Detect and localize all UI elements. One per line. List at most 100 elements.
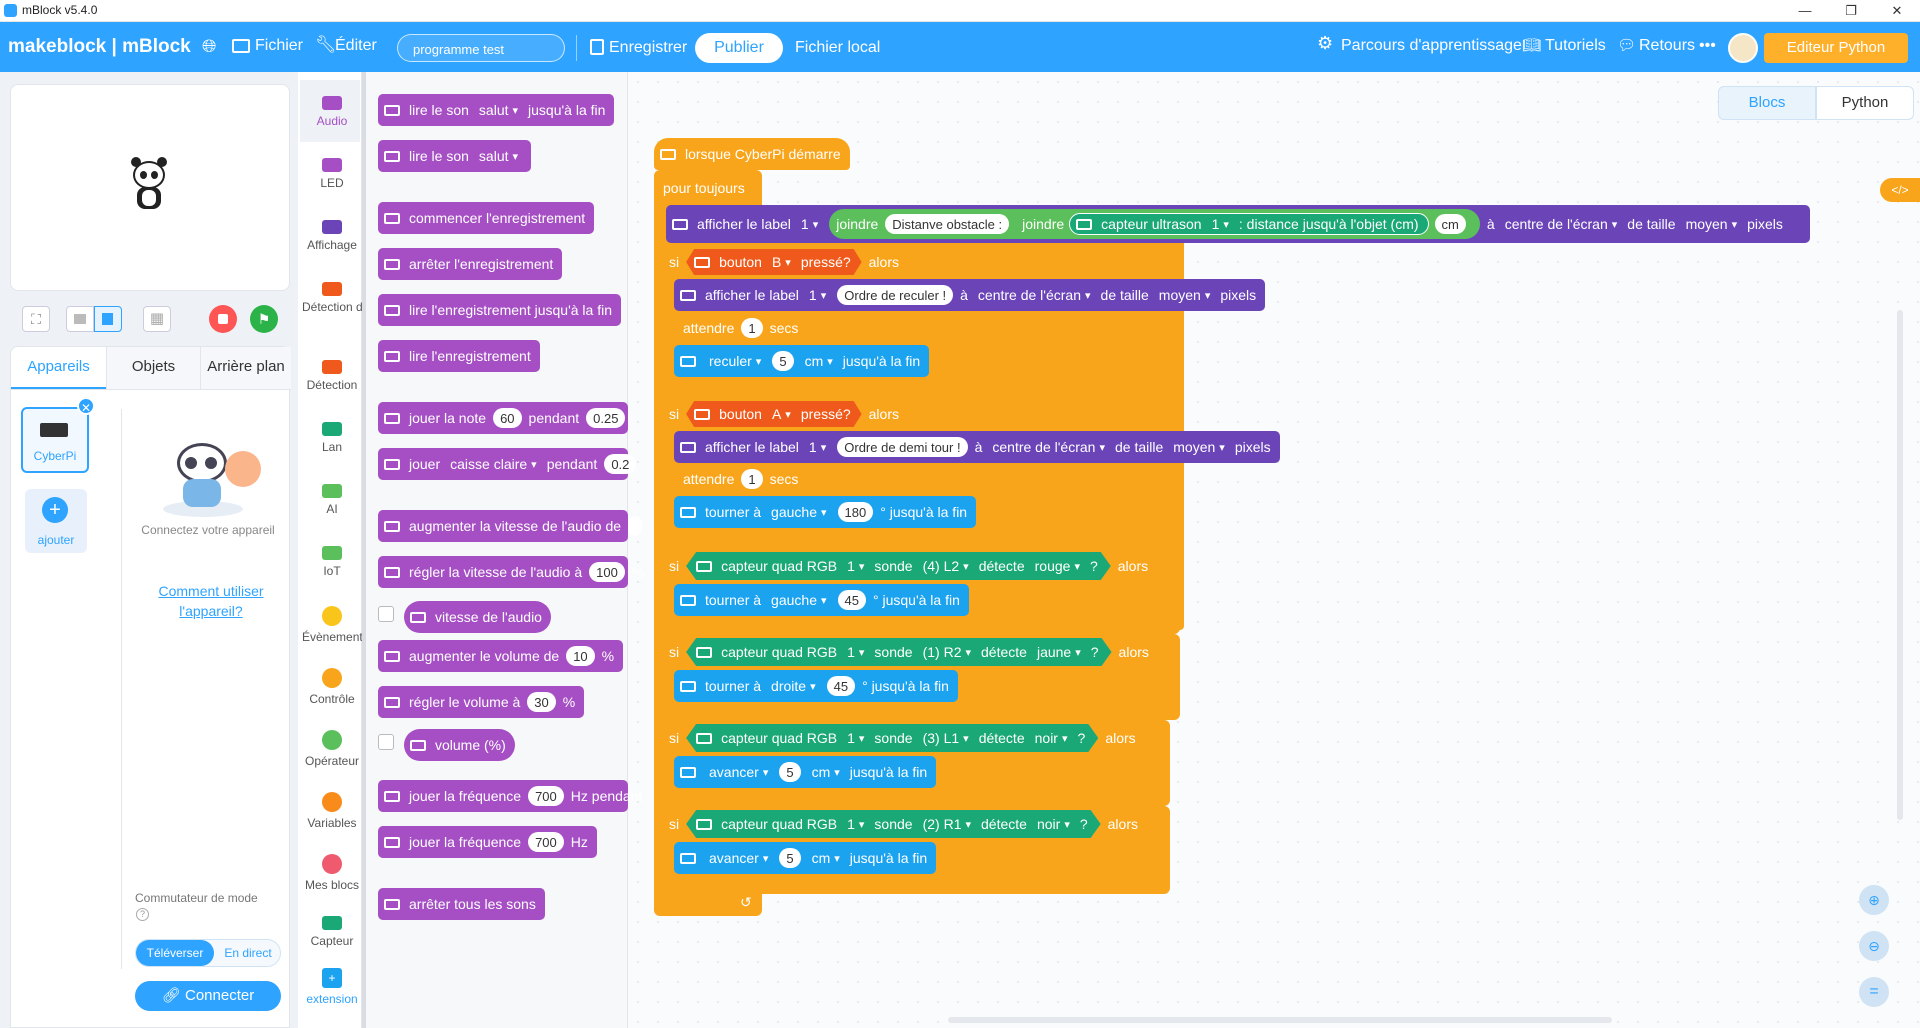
if-block-button-a[interactable]: siboutonApressé?alors <box>660 398 908 430</box>
zoom-reset-icon[interactable]: = <box>1859 977 1889 1007</box>
turn-block[interactable]: tourner àgauche180° jusqu'à la fin <box>674 496 977 528</box>
value-input[interactable]: 0.2 <box>604 454 637 474</box>
value-input[interactable]: 1 <box>741 469 763 489</box>
palette-block-play-recording[interactable]: lire l'enregistrement <box>378 340 540 372</box>
palette-block-stop-all-sounds[interactable]: arrêter tous les sons <box>378 888 545 920</box>
move-block-0[interactable]: tourner àgauche45° jusqu'à la fin <box>674 584 969 616</box>
category-1[interactable]: LED <box>302 158 362 190</box>
value-input[interactable]: Ordre de reculer ! <box>837 285 954 305</box>
connect-button[interactable]: 🔗︎ Connecter <box>135 981 281 1011</box>
rgb-condition[interactable]: capteur quad RGB1sonde(3) L1détectenoir? <box>686 724 1098 752</box>
value-input[interactable]: 45 <box>826 676 856 696</box>
dropdown[interactable]: noir <box>1031 730 1072 746</box>
help-link[interactable]: Comment utiliser l'appareil? <box>158 583 264 619</box>
print-label-block[interactable]: afficher le label1Ordre de demi tour !àc… <box>674 431 1280 463</box>
device-tile-cyberpi[interactable]: CyberPi <box>21 407 89 473</box>
category-8[interactable]: Évènement <box>302 606 362 644</box>
category-14[interactable]: +extension <box>302 968 362 1006</box>
small-stage-icon[interactable] <box>66 306 94 332</box>
tab-python[interactable]: Python <box>1816 86 1914 120</box>
category-3[interactable]: Détection de... <box>302 282 362 314</box>
forever-block[interactable]: pour toujours <box>654 172 754 204</box>
value-input[interactable]: 1 <box>741 318 763 338</box>
dropdown[interactable]: 1 <box>1208 216 1233 232</box>
local-file-button[interactable]: Fichier local <box>795 39 881 56</box>
dropdown[interactable]: reculer <box>705 353 765 369</box>
dropdown[interactable]: moyen <box>1682 216 1742 232</box>
print-label-block[interactable]: afficher le label1Ordre de reculer !àcen… <box>674 279 1266 311</box>
mode-switch[interactable]: Téléverser En direct <box>135 939 281 967</box>
fullscreen-icon[interactable]: ⛶ <box>22 306 50 332</box>
stage[interactable] <box>10 84 290 291</box>
palette-reporter-audio-speed[interactable]: vitesse de l'audio <box>404 601 551 633</box>
value-input[interactable]: 5 <box>779 762 801 782</box>
tab-sprites[interactable]: Objets <box>106 347 201 389</box>
globe-icon[interactable]: 🌐︎ <box>202 36 217 56</box>
palette-block-play-recording-until-done[interactable]: lire l'enregistrement jusqu'à la fin <box>378 294 621 326</box>
dropdown[interactable]: 1 <box>843 816 868 832</box>
dropdown[interactable]: noir <box>1033 816 1074 832</box>
dropdown[interactable]: gauche <box>767 504 830 520</box>
move-block-3[interactable]: avancer5cmjusqu'à la fin <box>674 842 937 874</box>
zoom-out-icon[interactable]: ⊖ <box>1859 931 1889 961</box>
dropdown[interactable]: centre de l'écran <box>1501 216 1622 232</box>
tutorials-link[interactable]: Tutoriels <box>1545 37 1606 54</box>
dropdown[interactable]: jaune <box>1033 644 1085 660</box>
dropdown[interactable]: B <box>768 254 795 270</box>
dropdown[interactable]: caisse claire <box>446 456 541 472</box>
value-input[interactable]: cm <box>1434 214 1466 234</box>
value-input[interactable]: 5 <box>779 848 801 868</box>
dropdown[interactable]: (1) R2 <box>919 644 975 660</box>
upload-mode-toggle[interactable]: Téléverser <box>136 940 214 966</box>
rgb-condition[interactable]: capteur quad RGB1sonde(2) R1détectenoir? <box>686 810 1101 838</box>
dropdown[interactable]: 1 <box>843 644 868 660</box>
value-input[interactable]: 700 <box>528 832 564 852</box>
dropdown[interactable]: moyen <box>1155 287 1215 303</box>
horizontal-scrollbar[interactable] <box>948 1017 1612 1023</box>
remove-device-icon[interactable]: ✕ <box>77 397 95 415</box>
dropdown[interactable]: gauche <box>767 592 830 608</box>
dropdown[interactable]: 1 <box>843 730 868 746</box>
dropdown[interactable]: cm <box>801 353 837 369</box>
dropdown[interactable]: salut <box>475 102 522 118</box>
value-input[interactable]: 0.25 <box>586 408 626 428</box>
dropdown[interactable]: 1 <box>843 558 868 574</box>
category-11[interactable]: Variables <box>302 792 362 830</box>
rgb-condition[interactable]: capteur quad RGB1sonde(4) L2détecterouge… <box>686 552 1111 580</box>
category-13[interactable]: Capteur <box>302 916 362 948</box>
help-icon[interactable]: ? <box>136 908 149 921</box>
large-stage-icon[interactable] <box>94 306 122 332</box>
category-9[interactable]: Contrôle <box>302 668 362 706</box>
tab-backdrop[interactable]: Arrière plan <box>201 347 291 389</box>
value-input[interactable]: 100 <box>589 562 625 582</box>
avatar[interactable] <box>1728 33 1758 63</box>
palette-block-increase-speed[interactable]: augmenter la vitesse de l'audio de <box>378 510 643 542</box>
stop-button[interactable] <box>209 305 237 333</box>
value-input[interactable]: 30 <box>527 692 556 712</box>
category-7[interactable]: IoT <box>302 546 362 578</box>
print-label-block[interactable]: afficher le label1joindreDistanve obstac… <box>666 205 1810 243</box>
button-a-condition[interactable]: boutonApressé? <box>686 401 862 427</box>
more-menu-button[interactable]: ••• <box>1699 37 1716 54</box>
dropdown[interactable]: (4) L2 <box>919 558 973 574</box>
value-input[interactable]: 10 <box>566 646 595 666</box>
python-editor-button[interactable]: Editeur Python <box>1764 33 1908 63</box>
category-2[interactable]: Affichage <box>302 220 362 252</box>
dropdown[interactable]: avancer <box>705 764 772 780</box>
dropdown[interactable]: A <box>768 406 795 422</box>
dropdown[interactable]: cm <box>808 764 844 780</box>
value-input[interactable]: Distanve obstacle : <box>885 214 1010 234</box>
value-input[interactable] <box>628 516 643 536</box>
value-input[interactable]: Ordre de demi tour ! <box>837 437 968 457</box>
category-0[interactable]: Audio <box>302 96 362 128</box>
hat-block-cyberpi-starts[interactable]: lorsque CyberPi démarre <box>654 138 850 170</box>
